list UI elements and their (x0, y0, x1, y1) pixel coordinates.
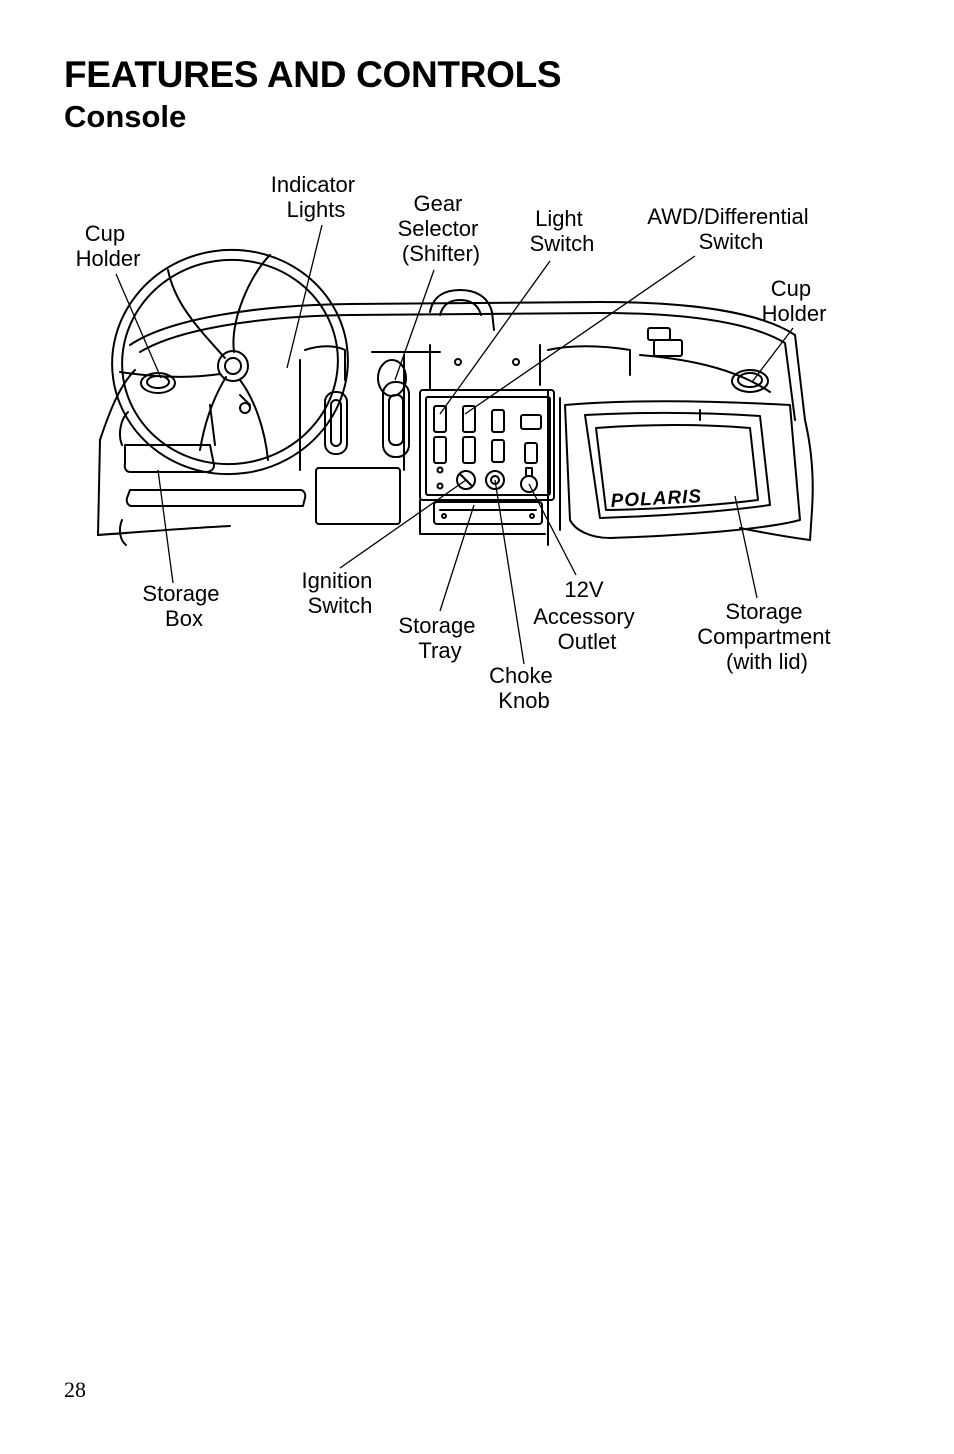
page-number: 28 (64, 1377, 86, 1402)
label-accessory-outlet: 12V Accessory Outlet (533, 577, 641, 654)
label-awd-switch: AWD/Differential Switch (647, 204, 815, 254)
callout-labels: Indicator Lights Gear Selector (Shifter)… (76, 172, 836, 713)
dashboard-drawing (97, 289, 814, 546)
label-light-switch: Light Switch (530, 206, 595, 256)
label-indicator-lights: Indicator Lights (271, 172, 362, 222)
label-storage-tray: Storage Tray (398, 613, 481, 663)
label-cup-holder-left: Cup Holder (76, 221, 141, 271)
section-title: FEATURES AND CONTROLS (64, 54, 562, 95)
steering-wheel-drawing (111, 248, 349, 476)
label-storage-box: Storage Box (142, 581, 225, 631)
label-ignition-switch: Ignition Switch (301, 568, 378, 618)
subsection-title: Console (64, 99, 187, 134)
label-gear-selector: Gear Selector (Shifter) (398, 191, 485, 266)
label-choke-knob: Choke Knob (489, 663, 559, 713)
label-cup-holder-right: Cup Holder (762, 276, 827, 326)
label-storage-compartment: Storage Compartment (with lid) (697, 599, 836, 674)
leader-lines (115, 224, 794, 665)
console-diagram: POLARIS Indicator Lights Gear Selector (… (76, 172, 836, 713)
brand-logo-text: POLARIS (610, 486, 702, 512)
